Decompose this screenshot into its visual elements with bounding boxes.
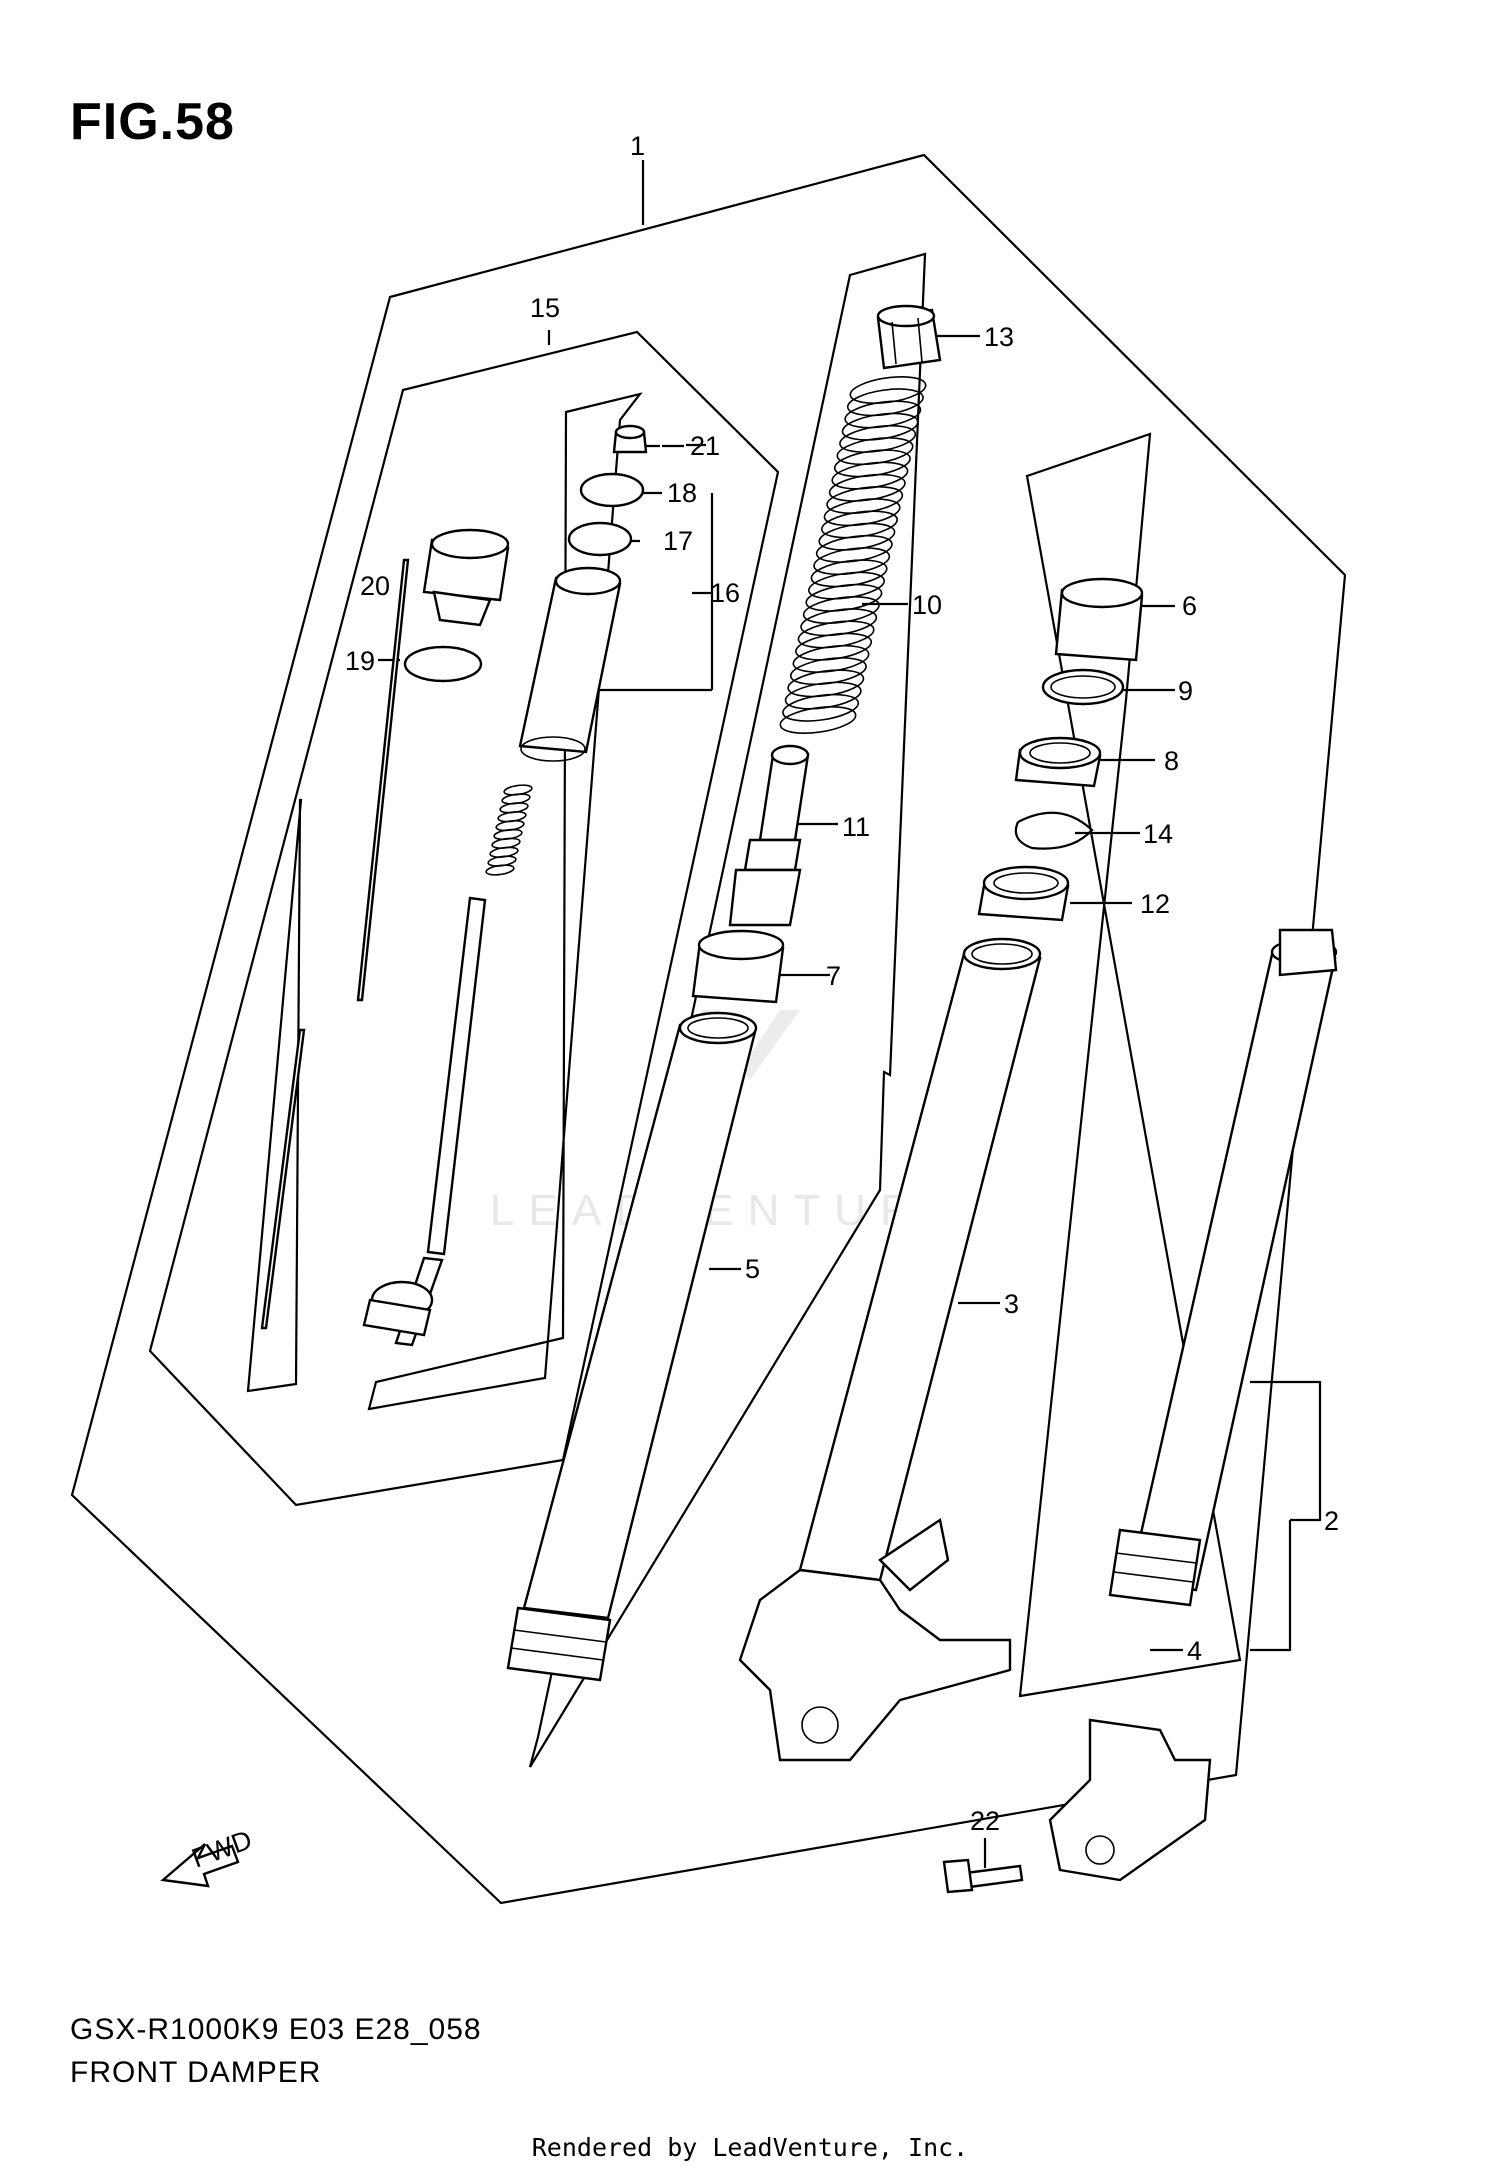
part-6-bushing [1054, 577, 1144, 662]
part-10-spring [779, 376, 927, 734]
callout-5: 5 [745, 1254, 760, 1284]
part-18-o-ring [579, 472, 645, 508]
callout-22: 22 [970, 1806, 1000, 1836]
callout-11: 11 [842, 812, 870, 842]
callout-labels: 1 2 3 4 5 6 7 8 9 10 11 12 13 14 15 16 1… [345, 131, 1339, 1836]
part-16-cartridge [518, 566, 622, 762]
callout-17: 17 [663, 526, 693, 556]
part-name-caption: FRONT DAMPER [70, 2056, 322, 2089]
center-outline [528, 252, 927, 1768]
spring-coil [782, 693, 860, 722]
part-13-adjuster [876, 304, 942, 370]
part-22-bolt [942, 1858, 1024, 1894]
callout-15: 15 [530, 293, 560, 323]
callout-4: 4 [1187, 1636, 1202, 1666]
part-8-seal [1014, 736, 1102, 788]
render-footer: Rendered by LeadVenture, Inc. [531, 2133, 969, 2162]
leader-lines [378, 160, 1322, 1868]
part-3-outer-tube [738, 937, 1042, 1762]
inner-cartridge-outline [367, 392, 643, 1411]
callout-7: 7 [826, 961, 841, 991]
part-12-dust-seal [977, 865, 1070, 922]
part-14-clip [1014, 811, 1094, 850]
spring-coil [779, 706, 857, 734]
assembly-1-outline [70, 153, 1347, 1905]
callout-10: 10 [912, 590, 942, 620]
part-4-inner-tube [1048, 928, 1338, 1882]
part-9-washer [1041, 668, 1125, 706]
callout-9: 9 [1178, 676, 1193, 706]
callout-13: 13 [984, 322, 1014, 352]
callout-14: 14 [1143, 819, 1173, 849]
damper-rod-assembly [260, 558, 533, 1347]
callout-6: 6 [1182, 591, 1197, 621]
part-19-o-ring [403, 645, 483, 683]
part-20-cap-bolt [422, 528, 510, 627]
callout-2: 2 [1324, 1506, 1339, 1536]
part-17-o-ring [567, 521, 633, 557]
fwd-arrow-icon: FWD [160, 1824, 256, 1888]
callout-16: 16 [710, 578, 740, 608]
spring-coil [485, 864, 515, 876]
callout-8: 8 [1164, 746, 1179, 776]
part-7-bushing [691, 929, 785, 1004]
figure-title: FIG.58 [70, 93, 235, 151]
callout-3: 3 [1004, 1289, 1019, 1319]
callout-1: 1 [630, 131, 645, 161]
left-inner-outline [246, 798, 303, 1393]
part-5-outer-tube [506, 1011, 758, 1682]
model-caption: GSX-R1000K9 E03 E28_058 [70, 2013, 482, 2046]
part-11-rod [728, 744, 810, 927]
callout-18: 18 [667, 478, 697, 508]
part-21-nut [612, 424, 648, 454]
callout-21: 21 [690, 431, 720, 461]
callout-12: 12 [1140, 889, 1170, 919]
callout-20: 20 [360, 571, 390, 601]
callout-19: 19 [345, 646, 375, 676]
